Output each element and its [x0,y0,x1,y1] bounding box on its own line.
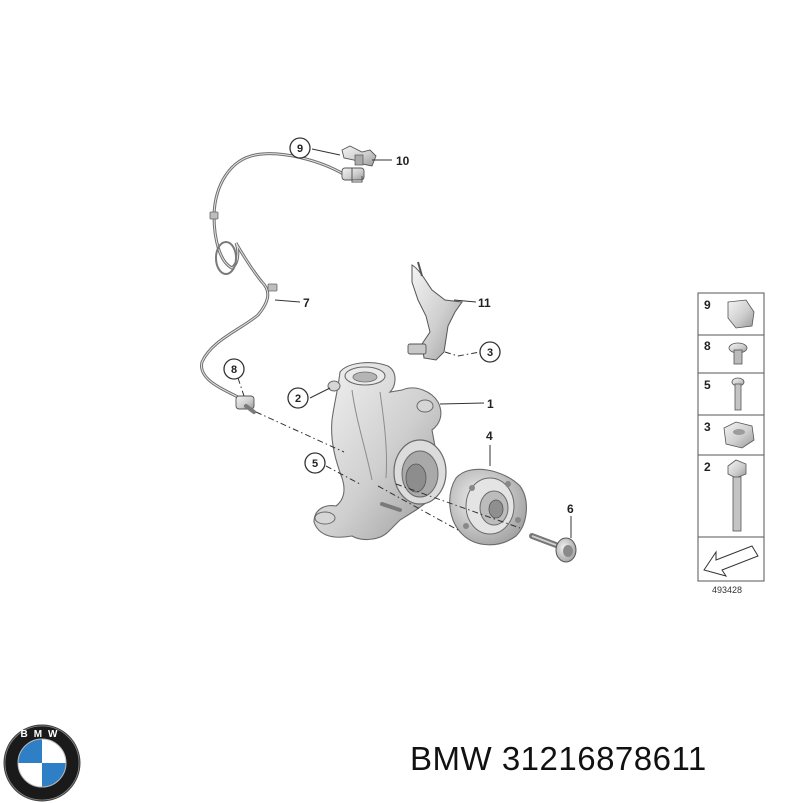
logo-text: BMW [21,729,64,740]
callout-5: 5 [312,458,318,470]
holder-bracket-11 [407,261,463,361]
leader-lines [237,148,572,538]
wheel-carrier-1 [313,362,447,541]
connector-icon [727,299,755,329]
callout-11: 11 [478,296,491,310]
legend-number-9: 9 [704,298,711,312]
callout-1: 1 [487,397,494,411]
callout-7: 7 [303,296,310,310]
cable-clip-10 [341,145,377,167]
callout-bubble-8 [223,358,245,380]
screw-icon [731,377,745,411]
callout-bubble-3 [479,341,501,363]
callout-2: 2 [295,393,301,405]
callout-bubble-9 [289,137,311,159]
flange-bolt-icon [728,342,748,365]
part-number-caption: BMW 31216878611 [410,740,707,777]
legend-number-3: 3 [704,420,711,434]
callout-4: 4 [486,429,493,443]
parts-legend: 9 8 5 3 2 493428 [697,292,765,595]
callout-6: 6 [567,502,574,516]
legend-cell-8 [697,334,765,374]
bolt-8 [244,404,256,414]
bmw-logo: BMW [3,724,81,802]
diagram-reference-number: 493428 [712,585,742,595]
legend-number-8: 8 [704,339,711,353]
callout-bubble-2 [287,387,309,409]
long-bolt-icon [727,459,747,532]
bolt-5 [380,502,402,512]
nut-icon [723,421,755,449]
legend-number-5: 5 [704,378,711,392]
sensor-connector [341,167,365,183]
sensor-cable [200,152,346,410]
callout-8: 8 [231,364,237,376]
direction-arrow-icon [703,545,759,577]
callout-9: 9 [297,143,303,155]
hub-bolt-6 [529,533,577,563]
legend-number-2: 2 [704,460,711,474]
wheel-hub-4 [449,468,527,546]
callout-10: 10 [396,154,410,168]
callout-labels: 9 10 7 11 3 8 2 1 4 5 6 [223,137,574,516]
callout-3: 3 [487,347,493,359]
callout-bubble-5 [304,452,326,474]
